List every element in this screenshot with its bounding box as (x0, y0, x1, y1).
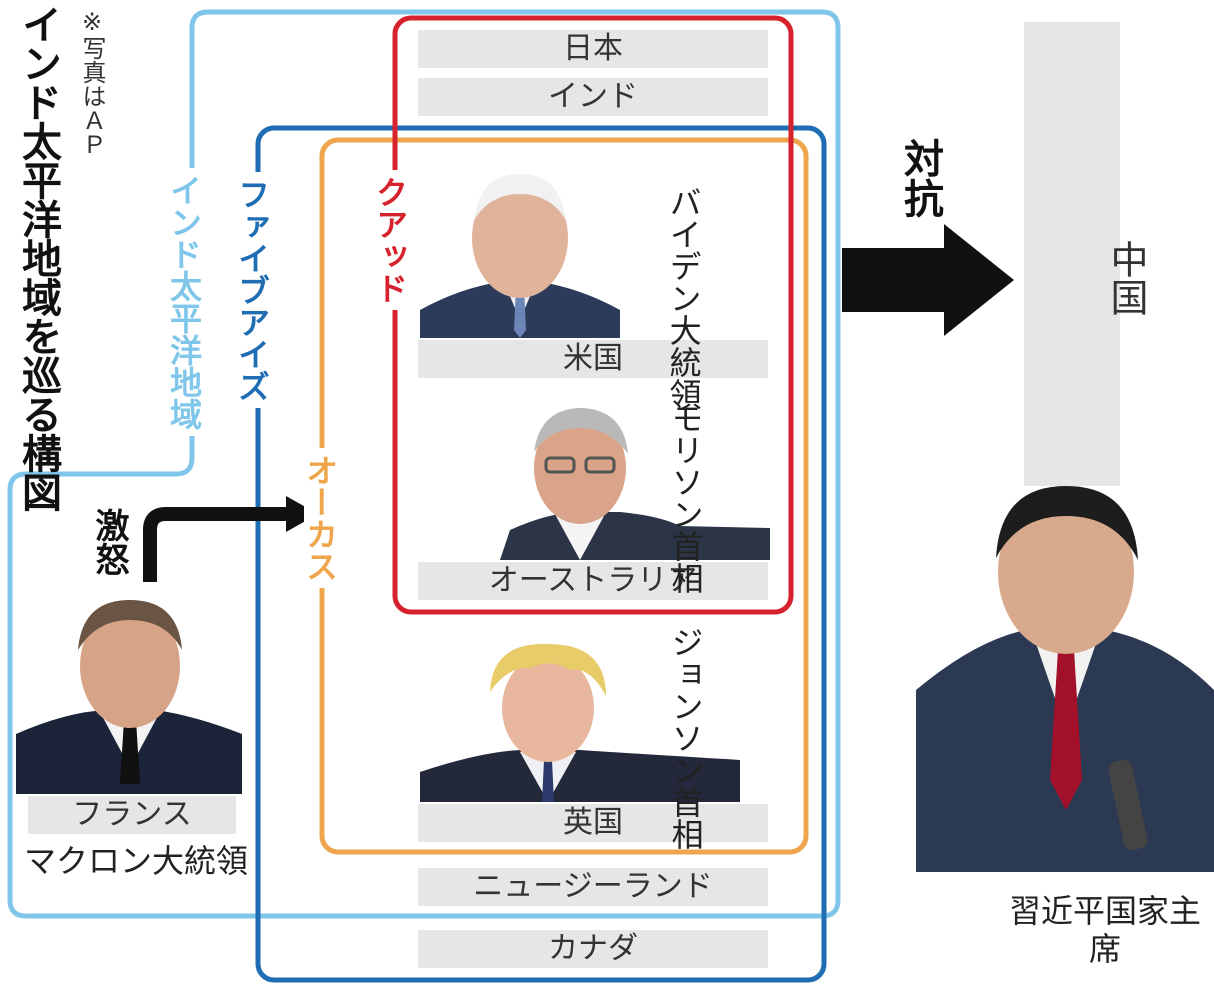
country-china: 中国 (1104, 240, 1148, 316)
country-usa: 米国 (418, 340, 768, 378)
quad-label: クアッド (371, 170, 409, 310)
five-eyes-outline (255, 125, 827, 983)
biden-photo (420, 160, 620, 338)
country-uk: 英国 (418, 804, 768, 842)
country-australia: オーストラリア (418, 562, 768, 600)
johnson-photo (420, 636, 740, 802)
morrison-photo (470, 400, 770, 560)
country-new-zealand: ニュージーランド (418, 868, 768, 906)
china-pillar (1024, 22, 1120, 486)
country-japan: 日本 (418, 30, 768, 68)
indo-pacific-label: インド太平洋地域 (165, 168, 203, 436)
morrison-title-label: モリソン首相 (666, 402, 705, 594)
macron-photo (16, 588, 242, 794)
quad-outline (392, 15, 794, 615)
xi-name-label: 習近平国家主席 (1008, 892, 1201, 969)
photo-credit-note: ※写真はＡＰ (78, 8, 106, 156)
country-france: フランス (28, 796, 236, 834)
five-eyes-label: ファイブアイズ (233, 172, 271, 408)
aukus-label: オーカス (301, 448, 339, 588)
country-canada: カナダ (418, 930, 768, 968)
country-india: インド (418, 78, 768, 116)
indo-pacific-outline (7, 9, 841, 919)
biden-title-label: バイデン大統領 (664, 186, 703, 410)
xi-photo (916, 480, 1214, 872)
outrage-arrow-head (286, 496, 318, 532)
outrage-label: 激怒 (89, 508, 129, 576)
macron-name-label: マクロン大統領 (24, 842, 249, 880)
oppose-label: 対抗 (897, 138, 943, 218)
johnson-title-label: ジョンソン首相 (666, 626, 705, 850)
oppose-arrow (842, 224, 1014, 336)
figure-title: インド太平洋地域を巡る構図 (15, 4, 61, 511)
outrage-arrow (143, 507, 290, 582)
